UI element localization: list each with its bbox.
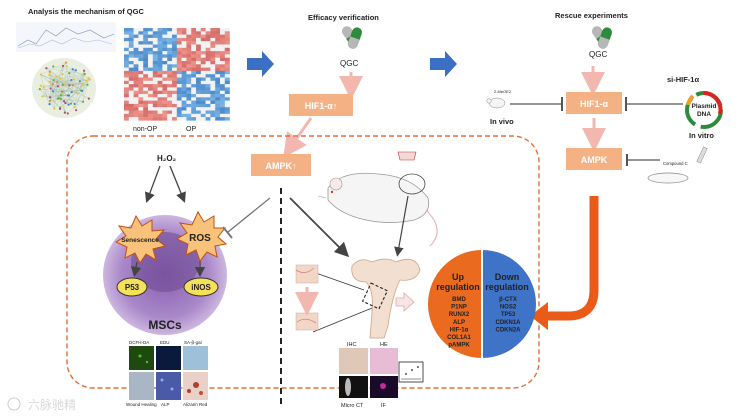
network-graph [16,22,116,118]
panel-label-sagal: SA-β-gal [184,340,202,345]
up-item: P1NP [451,305,467,311]
down-title-2: regulation [485,282,529,292]
plasmid-label-1: Plasmid [692,103,717,110]
h2o2-label: H₂O₂ [157,154,177,163]
mouse-icon-small [486,97,506,109]
qgc-label-1: QGC [340,59,358,68]
arrow-hif-to-ampk [283,117,313,158]
inhibitor-label: 2-MeOE2 [494,89,512,94]
panel-label-microct: Micro CT [341,403,364,409]
panel-label-alp: ALP [161,402,170,407]
senescence-label: Senescence [121,237,159,244]
rat-icon [317,172,438,247]
hif-up-box [289,94,353,116]
up-title-2: regulation [436,282,480,292]
plasmid-label-2: DNA [697,111,711,118]
down-title-1: Down [495,272,520,282]
hif-up-label: HIF1-α↑ [305,101,338,111]
p53-label: P53 [125,283,140,292]
hif-rescue-label: HIF1-α [580,99,609,109]
bone-tissue-insets [295,264,319,331]
inos-badge [183,277,219,297]
ampk-up-label: AMPK↑ [266,161,297,171]
cell-assay-panels [129,346,208,400]
inos-label: iNOS [191,283,211,292]
senescence-burst [114,214,167,264]
arrow-ampk-to-bone [289,197,350,258]
panel-label-if: IF [381,403,387,409]
bone-inset-icon [397,151,417,161]
zoom-line-bottom [312,307,373,333]
plasmid-icon [685,91,723,129]
in-vitro-label: In vitro [689,131,714,140]
heatmap [124,28,230,121]
ampk-rescue-label: AMPK [581,155,608,165]
up-item: HIF-1α [450,327,469,333]
panel-label-dcfh: DCFH-DA [129,340,149,345]
si-hif-label: si-HIF-1α [667,75,700,84]
up-item: ALP [453,320,465,326]
big-orange-arrow [544,196,599,321]
up-item: RUNX2 [449,312,470,318]
down-item: CDKN2A [495,327,521,333]
pink-arrow-right [395,292,415,312]
compound-c-label: Compound C [663,161,688,166]
ampk-up-box [251,154,311,176]
p53-badge [116,277,148,297]
syringe-icon [696,146,708,164]
down-item: TP53 [501,312,516,318]
arrow-h2o2-right [169,165,186,203]
ros-burst [175,210,228,263]
ros-label: ROS [189,233,211,244]
ampk-rescue-box [566,148,622,170]
arrow-h2o2-left [144,165,161,203]
capsule-icon-4 [597,27,612,49]
watermark-text: 六脉驰精 [28,397,76,412]
qgc-label-2: QGC [589,50,607,59]
dashed-region [66,135,540,389]
arrow-rat-to-bone [394,195,409,257]
up-item: COL1A1 [447,335,471,341]
up-title-1: Up [452,272,464,282]
rescue-title: Rescue experiments [555,11,628,20]
mscs-label: MSCs [148,318,182,332]
panel-label-he: HE [380,342,388,348]
up-item: BMD [452,297,466,303]
analysis-title: Analysis the mechanism of QGC [28,7,144,16]
panel-label-ihc: IHC [347,342,357,348]
panel-label-edu: EDU [160,340,170,345]
blue-arrow-2 [430,51,457,77]
arrow-senescence-to-p53 [130,261,142,278]
histology-panels [339,348,424,398]
heatmap-label-non-op: non-OP [133,126,157,133]
inhibit-bar-cell [222,226,233,239]
petri-dish-icon [647,172,689,184]
watermark: 六脉驰精 [7,397,76,412]
inhibit-ampk-to-cell [227,197,271,233]
zoom-line-top [312,271,365,291]
big-orange-arrowhead [530,302,548,330]
hif-rescue-box [566,92,622,114]
heatmap-label-op: OP [186,126,196,133]
regulation-circle [428,250,536,358]
femur-icon [351,258,421,339]
panel-label-wound: Wound Healing [126,402,157,407]
in-vivo-label: In vivo [490,117,514,126]
efficacy-title: Efficacy verification [308,13,379,22]
down-item: NOS2 [500,305,517,311]
up-item: pAMPK [448,343,470,349]
panel-label-alizarin: Alizarin Red [183,402,208,407]
down-item: CDKN1A [495,320,521,326]
down-item: β-CTX [499,297,517,303]
blue-arrow-1 [247,51,274,77]
capsule-icon-2 [347,27,362,49]
